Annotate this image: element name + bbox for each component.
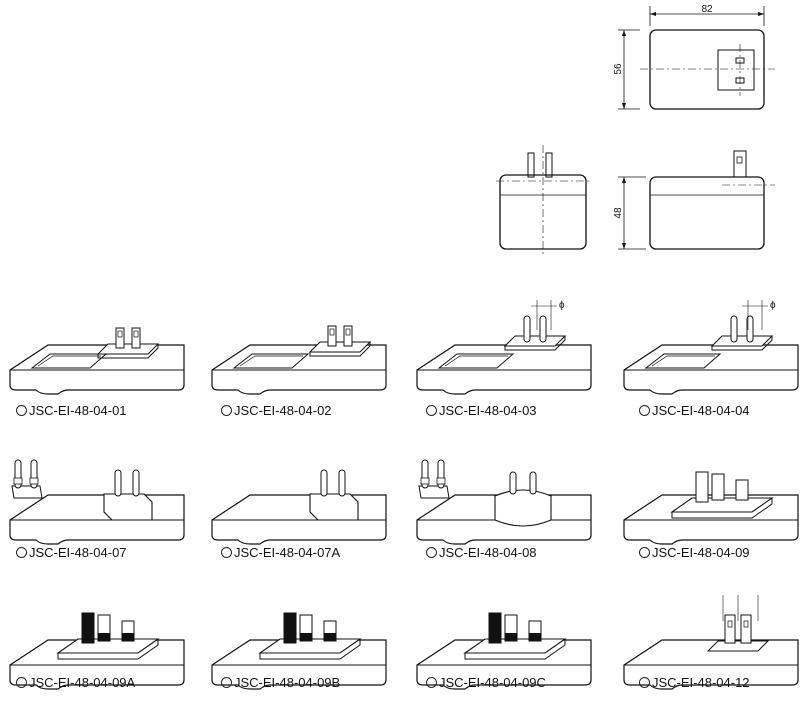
diameter-marker: ϕ [742,300,776,330]
plug-variant-4: ϕ [622,290,800,430]
adapter-body [623,639,799,690]
plug-model-caption: JSC-EI-48-04-07A [221,545,340,560]
plug-variant-3: ϕ [415,290,605,430]
euro-plug [103,469,153,521]
plug-pins [503,315,567,351]
plug-model-caption: JSC-EI-48-04-08 [426,545,537,560]
plug-model-caption: JSC-EI-48-04-09A [16,675,135,690]
plug-model-caption: JSC-EI-48-04-12 [639,675,750,690]
plug-variant-9 [8,585,198,725]
selection-circle-icon [639,547,650,558]
plug-model-label: JSC-EI-48-04-09B [234,675,341,690]
adapter-body [9,494,185,545]
plug-variant-10 [210,585,400,725]
side-view-drawing-right: 48 [613,150,775,250]
height-dimension-label: 56 [613,63,624,75]
selection-circle-icon [221,677,232,688]
selection-circle-icon [426,547,437,558]
depth-dimension-label: 48 [613,207,624,219]
side-view-drawing-left [496,145,590,255]
plug-model-caption: JSC-EI-48-04-07 [16,545,127,560]
selection-circle-icon [221,547,232,558]
adapter-body [416,344,592,395]
plug-model-label: JSC-EI-48-04-12 [652,675,750,690]
plug-model-label: JSC-EI-48-04-07 [29,545,127,560]
uk-plug [258,612,362,660]
selection-circle-icon [426,405,437,416]
plug-model-caption: JSC-EI-48-04-09 [639,545,750,560]
plug-model-label: JSC-EI-48-04-09C [439,675,546,690]
plug-variant-11 [415,585,605,725]
adapter-body [211,639,387,690]
selection-circle-icon [16,547,27,558]
plug-model-caption: JSC-EI-48-04-01 [16,403,127,418]
plug-model-caption: JSC-EI-48-04-09B [221,675,340,690]
width-dimension-label: 82 [701,4,713,15]
plug-variant-1 [8,290,198,430]
selection-circle-icon [16,677,27,688]
phi-label: ϕ [770,300,776,311]
plug-model-label: JSC-EI-48-04-02 [234,403,332,418]
plug-pins [96,327,160,359]
plug-model-label: JSC-EI-48-04-09 [652,545,750,560]
plug-variant-2 [210,290,400,430]
plug-model-caption: JSC-EI-48-04-09C [426,675,546,690]
plug-model-label: JSC-EI-48-04-08 [439,545,537,560]
adapter-body [416,639,592,690]
uk-plug [670,471,774,519]
selection-circle-icon [221,405,232,416]
diameter-marker: ϕ [531,300,565,330]
plug-model-label: JSC-EI-48-04-09A [29,675,136,690]
pin-accessory [11,459,43,499]
plug-pins [308,325,372,357]
adapter-body [623,344,799,395]
plug-variant-7 [415,440,605,580]
plug-model-label: JSC-EI-48-04-01 [29,403,127,418]
schuko-plug [494,471,552,527]
plug-model-label: JSC-EI-48-04-07A [234,545,341,560]
selection-circle-icon [639,405,650,416]
front-view-drawing: 82 56 [613,4,775,110]
adapter-body [211,494,387,545]
plug-pins [710,315,774,351]
plug-model-caption: JSC-EI-48-04-02 [221,403,332,418]
selection-circle-icon [426,677,437,688]
euro-plug [309,469,359,521]
adapter-body [9,639,185,690]
plug-variant-8 [622,440,800,580]
plug-model-caption: JSC-EI-48-04-04 [639,403,750,418]
selection-circle-icon [639,677,650,688]
adapter-body [9,344,185,395]
plug-variant-6 [210,440,400,580]
au-plug [706,595,770,652]
plug-model-label: JSC-EI-48-04-03 [439,403,537,418]
selection-circle-icon [16,405,27,416]
plug-variant-5 [8,440,198,580]
pin-accessory [418,459,450,499]
adapter-body [211,344,387,395]
plug-variant-12 [622,585,800,725]
plug-model-caption: JSC-EI-48-04-03 [426,403,537,418]
uk-plug [56,612,160,660]
uk-plug [463,612,567,660]
plug-model-label: JSC-EI-48-04-04 [652,403,750,418]
phi-label: ϕ [559,300,565,311]
